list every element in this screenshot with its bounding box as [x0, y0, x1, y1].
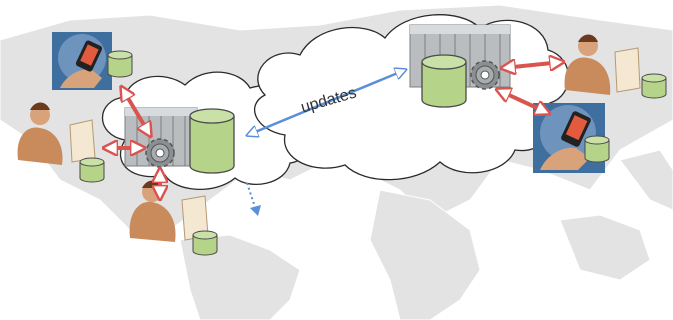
gear-icon — [145, 138, 175, 168]
database-icon — [421, 54, 467, 108]
database-icon — [584, 135, 610, 163]
mobile-user-icon — [52, 32, 112, 90]
dotted-arrow-icon — [246, 182, 261, 216]
gear-icon — [470, 60, 500, 90]
database-icon — [107, 50, 133, 78]
desktop-user-icon — [564, 34, 641, 95]
bidirectional-arrow-icon — [248, 70, 405, 135]
database-icon — [79, 157, 105, 183]
bidirectional-arrow-icon — [498, 90, 548, 113]
desktop-user-icon — [17, 102, 96, 165]
database-icon — [189, 108, 235, 174]
bidirectional-arrow-icon — [122, 88, 150, 135]
database-icon — [641, 73, 667, 99]
connection-arrows — [105, 62, 562, 198]
database-icon — [192, 230, 218, 256]
bidirectional-arrow-icon — [503, 62, 562, 68]
